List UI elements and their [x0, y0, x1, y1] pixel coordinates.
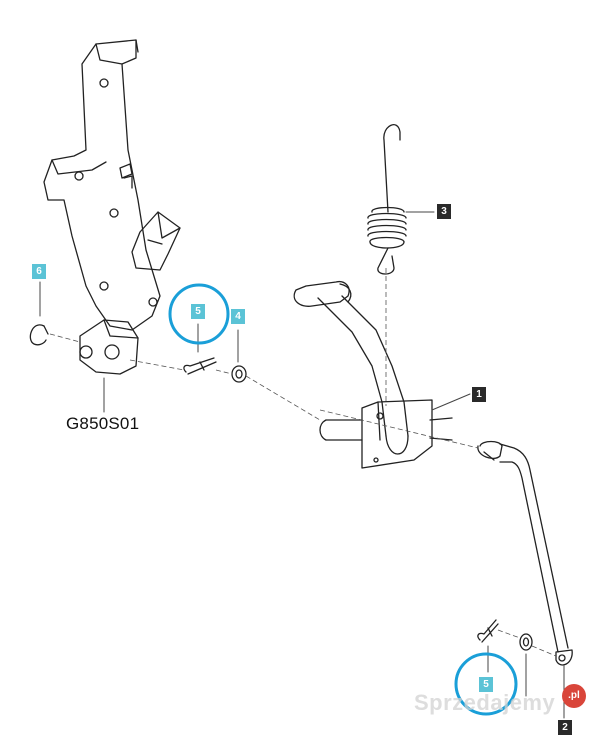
watermark-text: Sprzedajemy	[414, 690, 556, 715]
highlight-circle-lower	[454, 652, 518, 716]
e-clip	[29, 324, 49, 346]
hair-pin-upper	[183, 357, 217, 375]
callout-5-upper: 5	[191, 304, 205, 319]
mounting-bracket	[43, 39, 181, 375]
callout-6: 6	[32, 264, 46, 279]
hair-pin-lower	[477, 619, 499, 643]
callout-5-lower: 5	[479, 677, 493, 692]
callout-3: 3	[437, 204, 451, 219]
spring	[367, 124, 407, 275]
washer-upper	[231, 365, 247, 383]
pedal-lever	[293, 280, 453, 469]
highlight-circle-upper	[168, 283, 230, 345]
callout-4: 4	[231, 309, 245, 324]
callout-2: 2	[558, 720, 572, 735]
washer-lower	[519, 633, 533, 651]
part-code-label: G850S01	[66, 414, 140, 433]
watermark-badge: .pl	[562, 684, 586, 708]
callout-1: 1	[472, 387, 486, 402]
link-rod	[477, 440, 573, 666]
